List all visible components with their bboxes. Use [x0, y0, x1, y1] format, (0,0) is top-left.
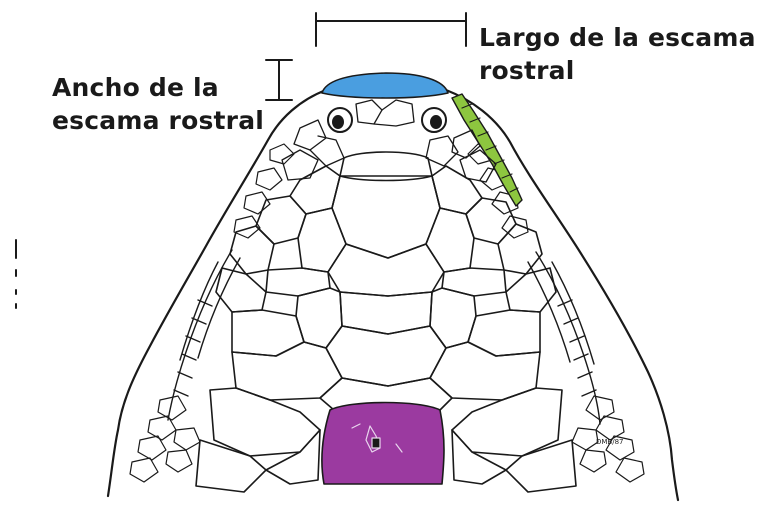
rostral-length-label-line1: Largo de la escama	[479, 21, 756, 54]
rostral-length-label-line2: rostral	[479, 54, 756, 87]
rostral-width-label-line2: escama rostral	[52, 104, 264, 137]
rostral-width-scale-bar	[266, 60, 292, 100]
left-jaw-lines	[168, 250, 240, 420]
rostral-length-scale-bar	[316, 13, 466, 46]
left-side-scales	[130, 144, 294, 482]
mental-scale-highlight	[322, 403, 444, 485]
right-jaw-lines	[528, 252, 600, 424]
rostral-width-label-line1: Ancho de la	[52, 71, 264, 104]
artist-credit: DMB/87	[596, 438, 624, 446]
rostral-width-label: Ancho de la escama rostral	[52, 71, 264, 137]
nostrils	[328, 108, 446, 132]
rostral-scale	[322, 73, 448, 98]
rostral-length-label: Largo de la escama rostral	[479, 21, 756, 87]
